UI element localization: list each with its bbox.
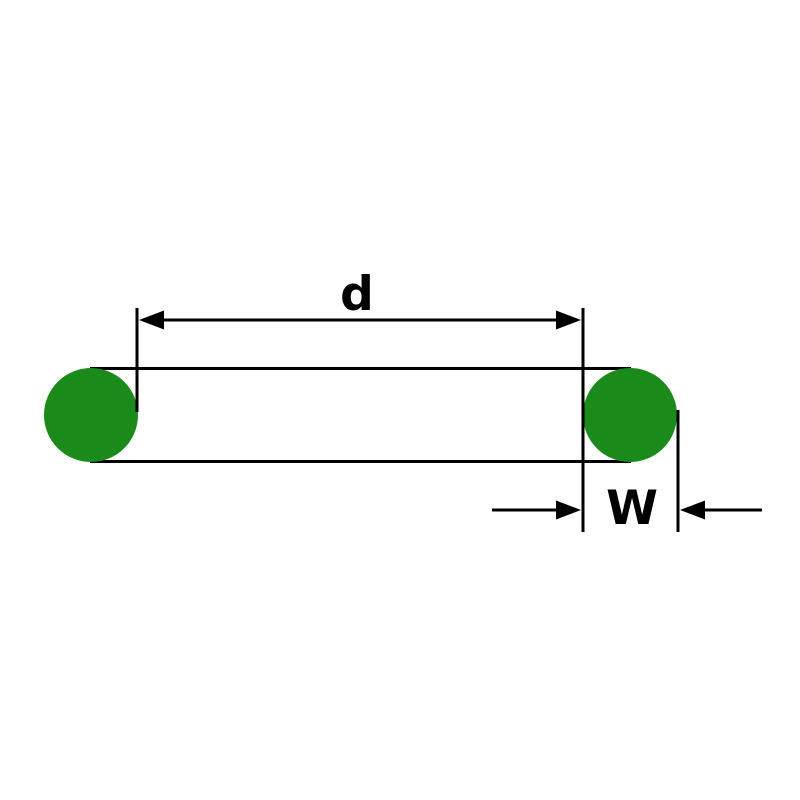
d-arrowhead-left-icon xyxy=(139,310,164,330)
d-arrowhead-right-icon xyxy=(556,310,581,330)
w-arrowhead-right-icon xyxy=(680,500,705,520)
w-label: W xyxy=(606,481,658,536)
w-arrowhead-left-icon xyxy=(556,500,581,520)
right-cross-section-circle xyxy=(583,368,677,462)
left-cross-section-circle xyxy=(44,368,138,462)
d-label: d xyxy=(340,267,374,322)
